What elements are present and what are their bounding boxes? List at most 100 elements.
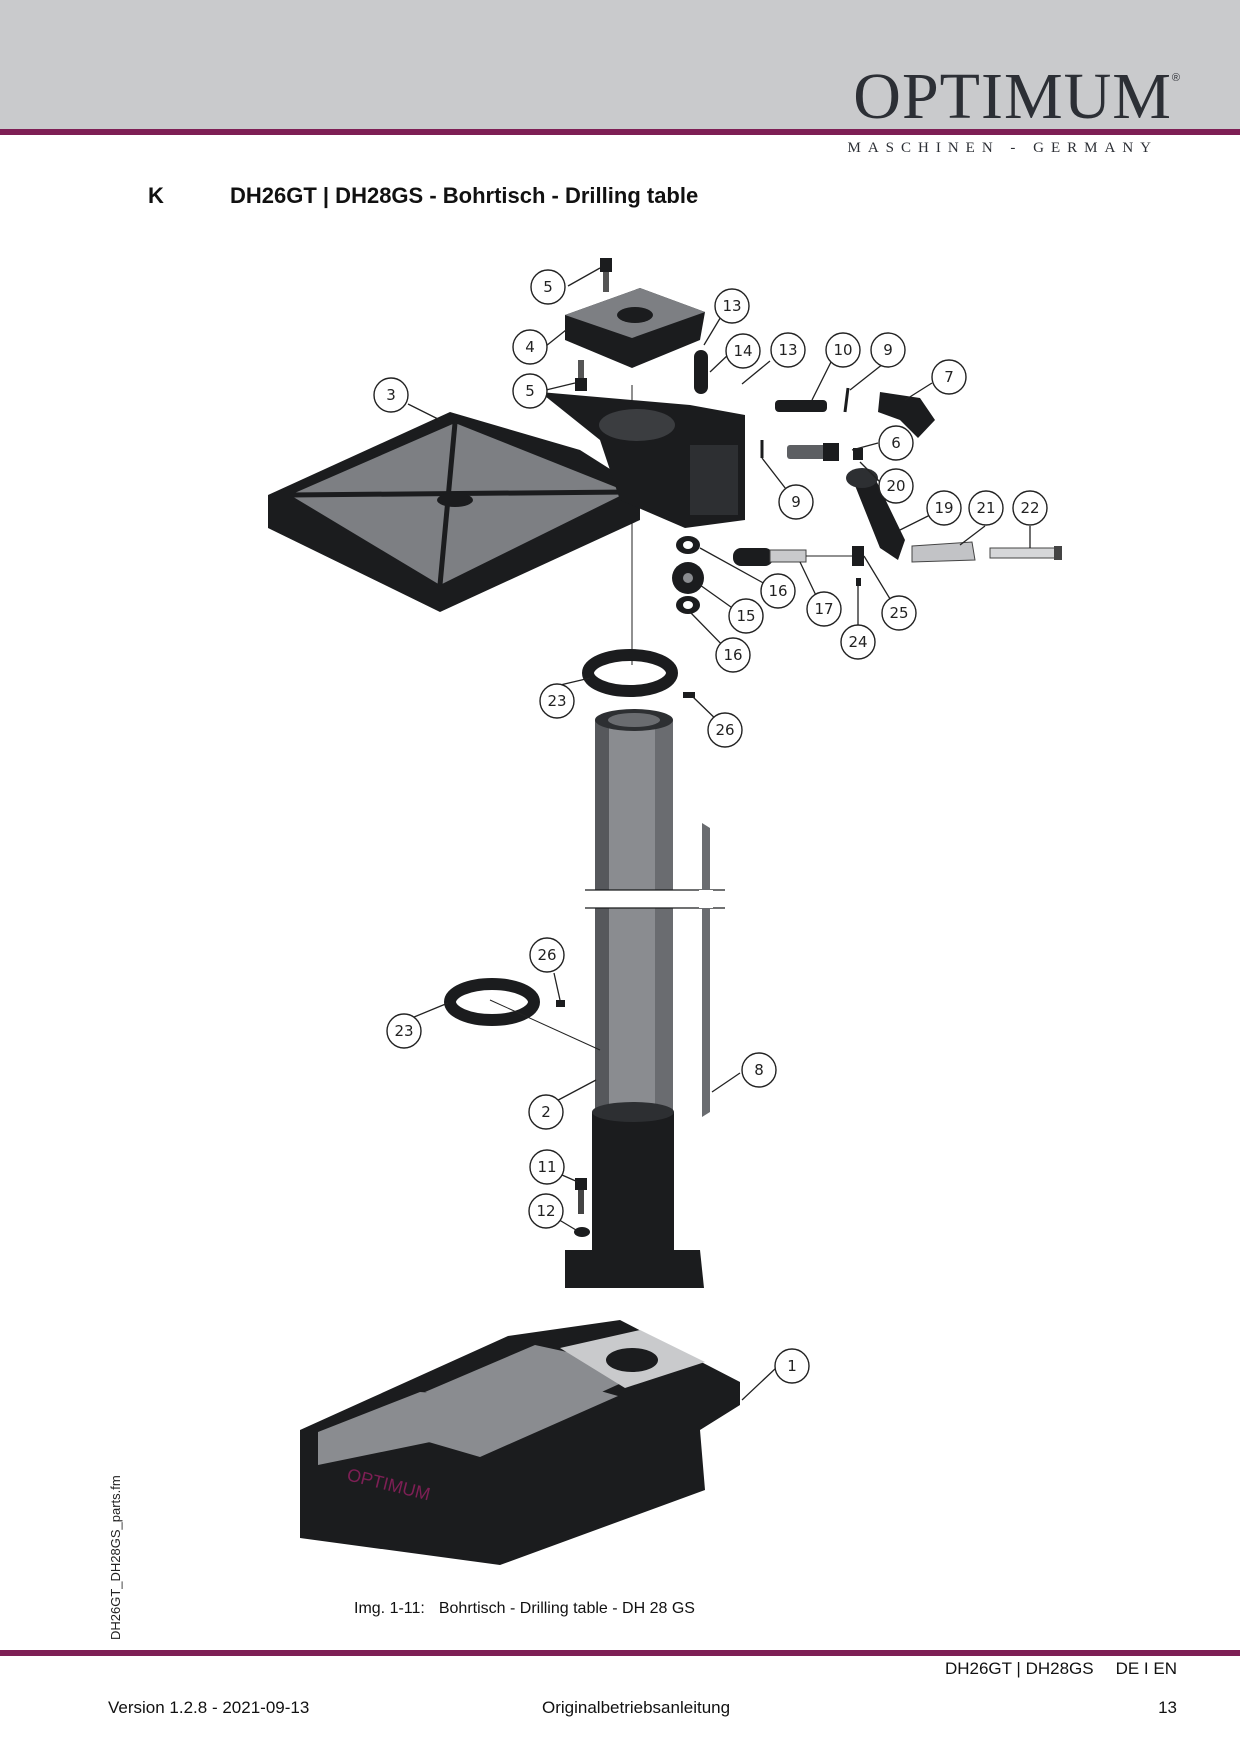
callout-5: 5 <box>512 373 548 409</box>
pin-part <box>694 350 708 394</box>
callout-6: 6 <box>878 425 914 461</box>
svg-text:5: 5 <box>543 278 553 296</box>
svg-text:13: 13 <box>778 341 797 359</box>
callout-9: 9 <box>778 484 814 520</box>
callout-15: 15 <box>728 598 764 634</box>
callout-11: 11 <box>529 1149 565 1185</box>
svg-text:15: 15 <box>736 607 755 625</box>
callout-25: 25 <box>881 595 917 631</box>
registered-mark: ® <box>1171 72 1180 84</box>
footer-rule <box>0 1650 1240 1656</box>
callout-10: 10 <box>825 332 861 368</box>
header-band <box>0 0 1240 130</box>
callout-16: 16 <box>715 637 751 673</box>
set-screw-part <box>683 692 695 698</box>
header-rule <box>0 129 1240 135</box>
svg-text:10: 10 <box>833 341 852 359</box>
svg-text:20: 20 <box>886 477 905 495</box>
brand-subtitle: MASCHINEN - GERMANY <box>847 140 1158 156</box>
callout-8: 8 <box>741 1052 777 1088</box>
callout-26: 26 <box>529 937 565 973</box>
svg-text:9: 9 <box>791 493 801 511</box>
screw-part <box>575 360 587 391</box>
svg-text:23: 23 <box>547 692 566 710</box>
footer-manual-title: Originalbetriebsanleitung <box>542 1698 731 1717</box>
callout-3: 3 <box>373 377 409 413</box>
callout-7: 7 <box>931 359 967 395</box>
svg-text:2: 2 <box>541 1103 551 1121</box>
figure-caption-text: Bohrtisch - Drilling table - DH 28 GS <box>438 1600 695 1617</box>
callout-16: 16 <box>760 573 796 609</box>
footer-version: Version 1.2.8 - 2021-09-13 <box>108 1698 310 1717</box>
crank-arm-part <box>852 472 905 560</box>
callout-23: 23 <box>386 1013 422 1049</box>
collar-ring-part <box>444 978 540 1026</box>
callout-2: 2 <box>528 1094 564 1130</box>
figure-caption: Img. 1-11: Bohrtisch - Drilling table - D… <box>354 1600 695 1618</box>
svg-text:9: 9 <box>883 341 893 359</box>
callout-19: 19 <box>926 490 962 526</box>
worm-shaft-part <box>733 548 773 566</box>
footer-model: DH26GT | DH28GS DE I EN <box>945 1659 1177 1679</box>
rack-part <box>699 823 713 1117</box>
threaded-pin-part <box>775 400 827 412</box>
screw-part <box>575 1178 587 1190</box>
callout-13: 13 <box>770 332 806 368</box>
clamp-lever-part <box>878 392 935 438</box>
screw-part <box>600 258 612 292</box>
callout-20: 20 <box>878 468 914 504</box>
callout-26: 26 <box>707 712 743 748</box>
flange-plate-part <box>565 288 705 368</box>
source-file-label: DH26GT_DH28GS_parts.fm <box>108 1475 123 1640</box>
section-letter: K <box>148 183 164 208</box>
section-title: DH26GT | DH28GS - Bohrtisch - Drilling t… <box>230 183 699 208</box>
svg-text:21: 21 <box>976 499 995 517</box>
svg-text:23: 23 <box>394 1022 413 1040</box>
svg-text:16: 16 <box>723 646 742 664</box>
handle-shaft-part <box>989 547 1061 559</box>
footer-model-name: DH26GT | DH28GS <box>944 1659 1094 1678</box>
svg-text:19: 19 <box>934 499 953 517</box>
collar-part <box>852 546 864 566</box>
brand-logo: OPTIMUM <box>853 60 1172 133</box>
svg-text:17: 17 <box>814 600 833 618</box>
svg-text:11: 11 <box>537 1158 556 1176</box>
svg-text:5: 5 <box>525 382 535 400</box>
svg-text:22: 22 <box>1020 499 1039 517</box>
callout-14: 14 <box>725 333 761 369</box>
collar-ring-part <box>582 649 678 697</box>
svg-text:1: 1 <box>787 1357 797 1375</box>
svg-text:12: 12 <box>536 1202 555 1220</box>
svg-text:7: 7 <box>944 368 954 386</box>
set-screw-part <box>556 1000 565 1007</box>
figure-caption-number: Img. 1-11: <box>354 1600 425 1617</box>
page-number: 13 <box>1158 1698 1177 1717</box>
callout-9: 9 <box>870 332 906 368</box>
svg-text:6: 6 <box>891 434 901 452</box>
callout-1: 1 <box>774 1348 810 1384</box>
callout-5: 5 <box>530 269 566 305</box>
callout-24: 24 <box>840 624 876 660</box>
crank-handle-part <box>911 541 976 563</box>
callout-23: 23 <box>539 683 575 719</box>
footer-languages: DE I EN <box>1115 1659 1177 1678</box>
callout-17: 17 <box>806 591 842 627</box>
callout-13: 13 <box>714 288 750 324</box>
svg-text:3: 3 <box>386 386 396 404</box>
column-part <box>585 709 725 1112</box>
base-plate-part: OPTIMUM <box>300 1320 740 1565</box>
callout-21: 21 <box>968 490 1004 526</box>
callout-22: 22 <box>1012 490 1048 526</box>
svg-text:26: 26 <box>537 946 556 964</box>
svg-text:24: 24 <box>848 633 867 651</box>
column-base-part <box>565 1102 704 1288</box>
svg-text:25: 25 <box>889 604 908 622</box>
svg-text:4: 4 <box>525 338 535 356</box>
callout-4: 4 <box>512 329 548 365</box>
callout-12: 12 <box>528 1193 564 1229</box>
svg-text:26: 26 <box>715 721 734 739</box>
svg-text:16: 16 <box>768 582 787 600</box>
drilling-table-part <box>268 392 745 612</box>
svg-text:8: 8 <box>754 1061 764 1079</box>
